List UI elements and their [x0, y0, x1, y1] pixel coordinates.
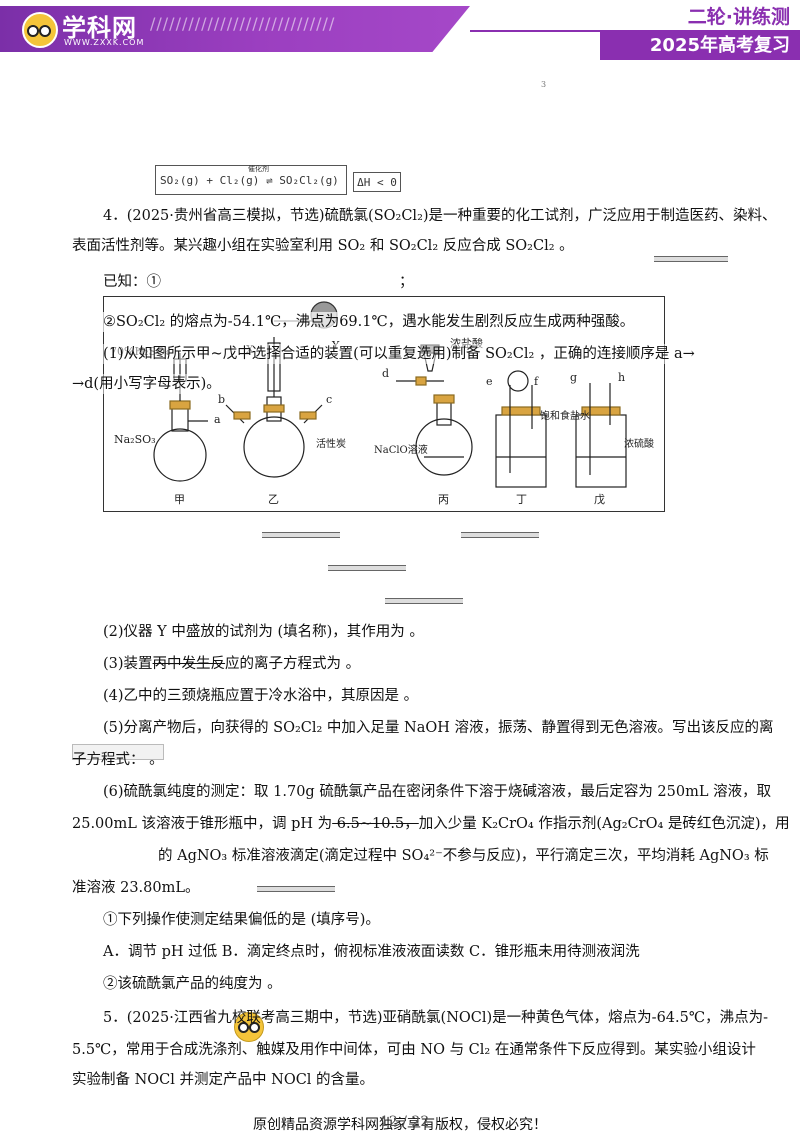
q4-known-2: ②SO₂Cl₂ 的熔点为-54.1℃，沸点为69.1℃，遇水能发生剧烈反应生成两… [103, 312, 635, 332]
q4-part6-d: 准溶液 23.80mL。 [72, 880, 200, 896]
q4-intro-1: 4．(2025·贵州省高三模拟，节选)硫酰氯(SO₂Cl₂)是一种重要的化工试剂… [103, 208, 777, 224]
q4-part6-strike: 6.5~10.5， [332, 816, 419, 832]
q4-part2: (2)仪器 Y 中盛放的试剂为 (填名称)，其作用为 。 [103, 624, 424, 640]
q4-options: A．调节 pH 过低 B．滴定终点时，俯视标准液液面读数 C．锥形瓶未用待测液润… [103, 944, 640, 960]
q4-part5-b: 子方程式： 。 [72, 752, 164, 768]
q4-part3-a: (3)装置 [103, 656, 153, 672]
header-banner [0, 6, 470, 52]
answer-blank [262, 532, 340, 538]
q4-part5-a: (5)分离产物后，向获得的 SO₂Cl₂ 中加入足量 NaOH 溶液，振荡、静置… [103, 720, 774, 736]
catalyst-label: 催化剂 [248, 165, 269, 173]
label-e: e [486, 375, 493, 388]
q4-part6-a: (6)硫酰氯纯度的测定：取 1.70g 硫酰氯产品在密闭条件下溶于烧碱溶液，最后… [103, 784, 772, 800]
label-wu: 戊 [594, 493, 605, 506]
equation-reaction: SO₂(g) + Cl₂(g) ⇌ SO₂Cl₂(g) [160, 174, 339, 187]
q4-known-label: 已知：① [103, 274, 161, 290]
q5-line1: 5．(2025·江西省九校联考高三期中，节选)亚硝酰氯(NOCl)是一种黄色气体… [103, 1010, 768, 1026]
answer-blank [654, 256, 728, 262]
label-h2so4: 浓硫酸 [624, 437, 654, 450]
q4-part3: (3)装置丙中发生反应的离子方程式为 。 [103, 654, 360, 674]
label-na2so3: Na₂SO₃ [114, 433, 156, 446]
q4-part1-a: (1)从如图所示甲~戊中选择合适的装置(可以重复选用)制备 SO₂Cl₂ ，正确… [103, 344, 695, 364]
answer-blank [328, 565, 406, 571]
q5-line3: 实验制备 NOCl 并测定产品中 NOCl 的含量。 [72, 1072, 375, 1088]
series-title: 二轮·讲练测 [687, 6, 790, 28]
logo-mascot-icon [22, 12, 58, 48]
label-h: h [618, 371, 625, 384]
q4-part3-strike: 丙中发生反 [152, 656, 226, 672]
label-carbon: 活性炭 [316, 437, 346, 450]
label-d: d [382, 367, 389, 380]
q4-part6-b2: 加入少量 K₂CrO₄ 作指示剂(Ag₂CrO₄ 是砖红色沉淀)，用 [418, 816, 790, 832]
logo-url: WWW.ZXXK.COM [64, 38, 145, 47]
top-mark: 3 [541, 80, 547, 89]
label-jia: 甲 [174, 493, 185, 506]
label-ding: 丁 [516, 493, 527, 506]
q4-sub1: ①下列操作使测定结果偏低的是 (填序号)。 [103, 912, 380, 928]
header-stripes: ///////////////////////////// [150, 14, 336, 33]
label-b: b [218, 393, 225, 406]
q4-part3-b: 应的离子方程式为 。 [225, 656, 361, 672]
q4-part6-b1: 25.00mL 该溶液于锥形瓶中，调 pH 为 [72, 816, 333, 832]
apparatus-figure: 70%H₂SO₄ a Na₂SO₃ 甲 b c X Y 活性炭 乙 d 浓盐酸 … [103, 296, 665, 512]
label-bing: 丙 [438, 493, 449, 506]
equation-box: SO₂(g) + Cl₂(g) ⇌ SO₂Cl₂(g) [155, 165, 347, 195]
q4-part6-b: 25.00mL 该溶液于锥形瓶中，调 pH 为 6.5~10.5，加入少量 K₂… [72, 814, 790, 834]
q4-known-semicolon: ； [399, 274, 414, 290]
label-a: a [214, 413, 221, 426]
q4-part6-c: 的 AgNO₃ 标准溶液滴定(滴定过程中 SO₄²⁻不参与反应)，平行滴定三次，… [158, 848, 769, 864]
q4-intro-2: 表面活性剂等。某兴趣小组在实验室利用 SO₂ 和 SO₂Cl₂ 反应合成 SO₂… [72, 238, 574, 254]
label-brine: 饱和食盐水 [540, 409, 590, 422]
label-c: c [326, 393, 332, 406]
answer-blank [461, 532, 539, 538]
q4-sub2: ②该硫酰氯产品的纯度为 。 [103, 976, 282, 992]
q4-part4: (4)乙中的三颈烧瓶应置于冷水浴中，其原因是 。 [103, 688, 419, 704]
mascot-icon [234, 1012, 264, 1042]
formula-image [72, 744, 164, 760]
answer-blank [257, 886, 335, 892]
delta-h-box: ΔH < 0 [353, 172, 401, 192]
year-title: 2025年高考复习 [600, 32, 800, 60]
page-number: 12 / 22 [380, 1114, 430, 1130]
label-g: g [570, 371, 577, 384]
q5-line2: 5.5℃，常用于合成洗涤剂、触媒及用作中间体，可由 NO 与 Cl₂ 在通常条件… [72, 1042, 756, 1058]
label-naclo: NaClO溶液 [374, 443, 428, 456]
header-divider [470, 30, 800, 32]
copyright-footer: 原创精品资源学科网独家享有版权，侵权必究！ [253, 1117, 547, 1133]
label-yi: 乙 [268, 493, 279, 506]
answer-blank [385, 598, 463, 604]
label-f: f [534, 375, 539, 388]
logo-text: 学科网 [62, 14, 137, 42]
q4-part1-b: →d(用小写字母表示)。 [72, 374, 221, 394]
apparatus-diagram: 70%H₂SO₄ a Na₂SO₃ 甲 b c X Y 活性炭 乙 d 浓盐酸 … [110, 301, 654, 506]
